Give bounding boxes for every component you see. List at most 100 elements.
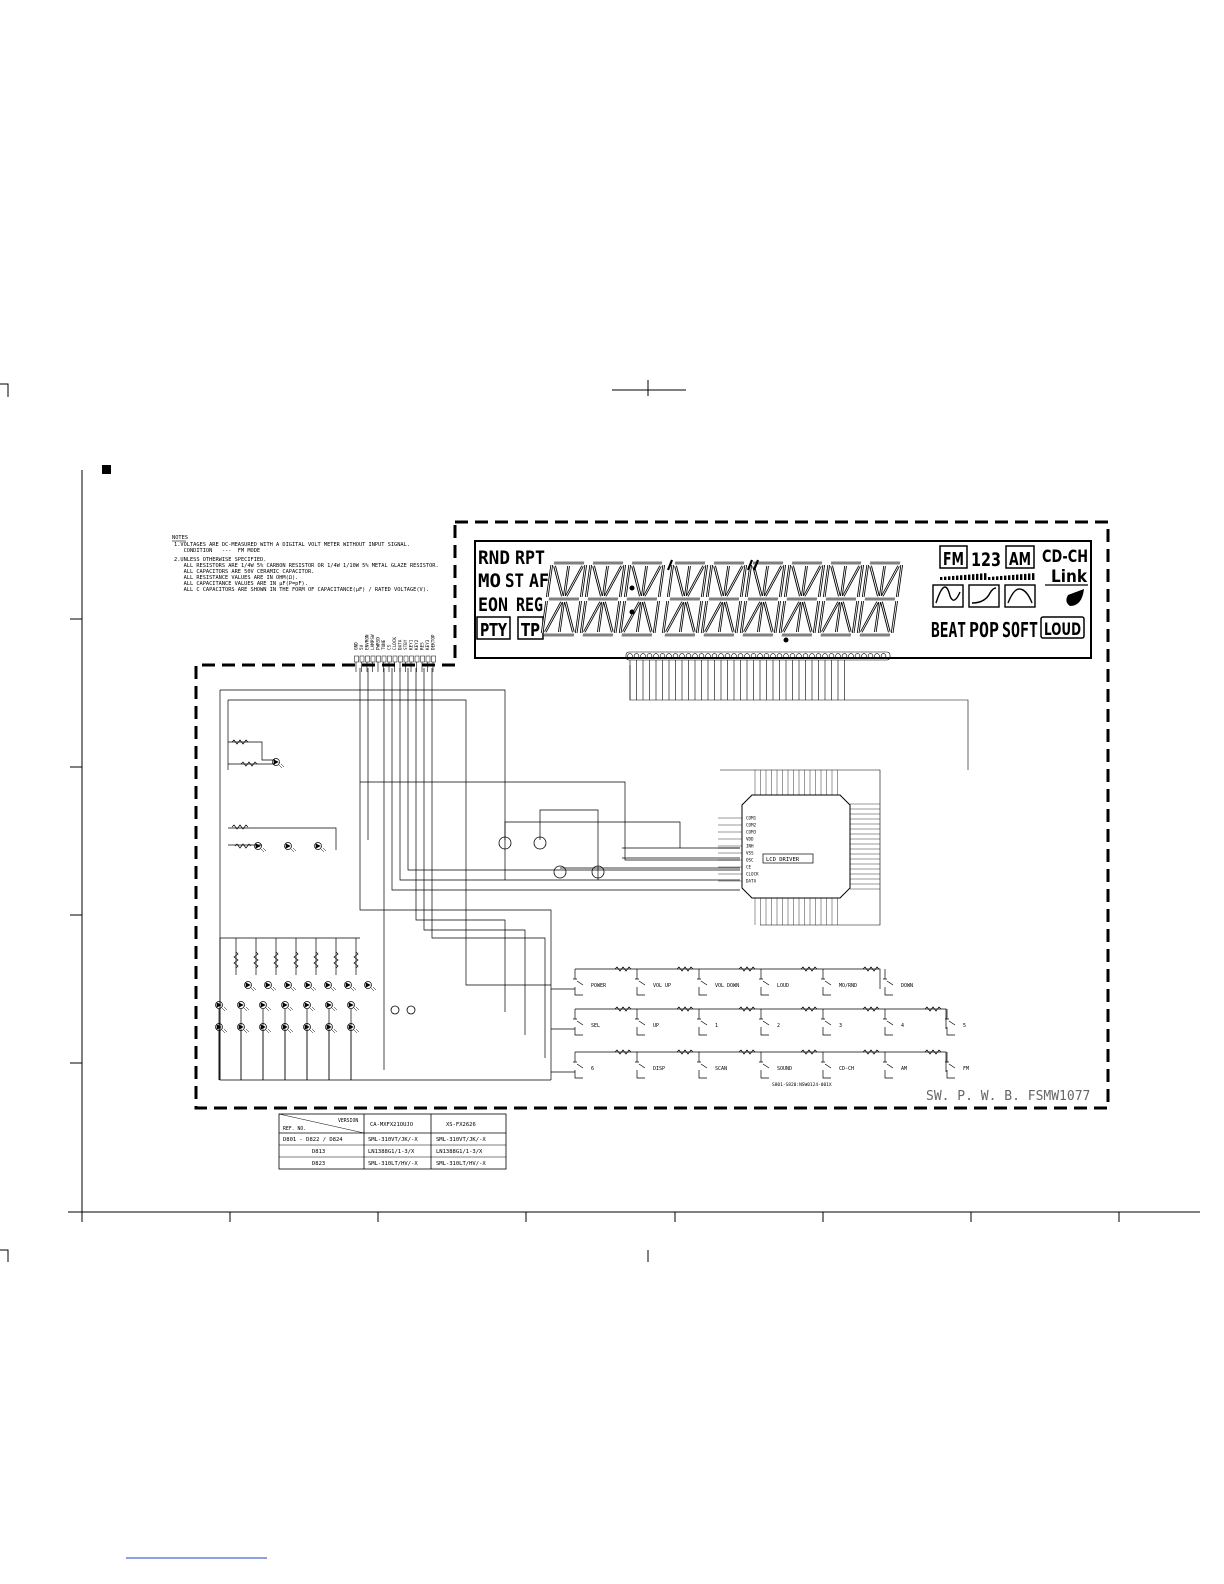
led	[259, 1023, 267, 1031]
led	[259, 1001, 267, 1009]
key-label: DOWN	[901, 983, 913, 989]
lcd-pin	[653, 653, 659, 659]
segment-digit	[661, 561, 709, 637]
key-contact	[824, 1063, 832, 1069]
meter-bar	[956, 575, 959, 580]
led-rays	[353, 1006, 360, 1012]
lcd-pin	[757, 653, 763, 659]
lcd-beat: BEAT	[931, 618, 966, 642]
led-rays	[320, 847, 327, 853]
led	[303, 1023, 311, 1031]
segment-digit	[579, 561, 627, 637]
connector-pin-label: LAMPSW	[370, 634, 376, 650]
key-resistor	[676, 966, 694, 972]
led-mark	[216, 1024, 222, 1030]
led	[364, 981, 372, 989]
lcd-pin	[776, 653, 783, 659]
connector-pin-label: ENVRON	[365, 634, 371, 650]
led-mark	[348, 1024, 354, 1030]
led	[347, 1001, 355, 1009]
key-switch	[697, 1009, 707, 1036]
segment-inner	[614, 601, 621, 633]
led-mark	[265, 982, 271, 988]
notes-line: 1.VOLTAGES ARE DC-MEASURED WITH A DIGITA…	[174, 542, 410, 548]
segment-inner	[891, 601, 898, 633]
resistor	[240, 761, 258, 767]
led-mark	[305, 982, 311, 988]
led-mark	[273, 759, 279, 765]
key-label: 3	[839, 1023, 842, 1029]
meter-bar	[984, 573, 987, 580]
key-contact	[886, 980, 894, 986]
segment-inner	[818, 601, 825, 633]
connector-pin	[431, 655, 436, 663]
notes-line: ALL CAPACITANCE VALUES ARE IN µF(P=pF).	[174, 581, 308, 587]
segment-inner	[658, 565, 665, 597]
notes-line: ALL C CAPACITORS ARE SHOWN IN THE FORM O…	[174, 587, 429, 593]
led	[324, 981, 332, 989]
segment-inner	[624, 565, 631, 597]
key-label: POWER	[591, 983, 607, 989]
lcd-pin	[861, 653, 867, 659]
lcd-pin	[659, 653, 666, 659]
notes-line: 2.UNLESS OTHERWISE SPECIFIED.	[174, 557, 266, 563]
lcd-pin	[698, 653, 705, 659]
led-array	[215, 739, 377, 1080]
key-switch	[635, 969, 645, 996]
led-rays	[309, 1028, 316, 1034]
key-switch	[759, 1052, 769, 1079]
segment-inner	[675, 565, 684, 597]
segment-digit	[540, 561, 588, 637]
segment-inner	[874, 602, 880, 632]
led-rays	[287, 1028, 294, 1034]
connector-pin-label: RES	[420, 642, 426, 650]
resistor	[234, 843, 252, 849]
lcd-pin-strip	[625, 651, 891, 700]
ic-left-pin-label: DATA	[746, 879, 757, 884]
led-rays	[243, 1028, 250, 1034]
segment-inner	[602, 566, 609, 596]
ic-left-pin-label: COM3	[746, 830, 757, 835]
connector-pin	[398, 655, 403, 663]
resistor	[253, 951, 259, 969]
lcd-pin	[731, 653, 737, 659]
connector-pin-label: GND	[354, 642, 360, 650]
key-switch	[883, 1052, 893, 1079]
led-mark	[216, 1002, 222, 1008]
segment-digit	[856, 561, 904, 637]
segment-inner	[554, 565, 563, 597]
segment-inner	[821, 601, 839, 633]
segment-inner	[714, 565, 723, 597]
key-resistor	[738, 1006, 756, 1012]
resistor	[313, 951, 319, 969]
table-header-ref: REF. NO.	[283, 1126, 306, 1132]
segment-inner	[842, 601, 851, 633]
key-label: 2	[777, 1023, 780, 1029]
meter-bar	[1016, 574, 1019, 580]
connector-pin	[381, 655, 387, 663]
lcd-pin	[809, 653, 815, 659]
notes-line: ALL RESISTANCE VALUES ARE IN OHM(Ω).	[174, 575, 298, 581]
key-label: VOL UP	[653, 983, 671, 989]
lcd-pin	[692, 653, 698, 659]
led	[272, 758, 280, 766]
meter-bar	[988, 577, 991, 580]
connector-pin-label: CS	[387, 644, 393, 650]
meter-bar	[1000, 575, 1003, 580]
notes-line: CONDITION --- FM MODE	[174, 548, 260, 554]
digit-dot	[629, 585, 635, 591]
connector-pin	[414, 655, 420, 663]
led-mark	[238, 1024, 244, 1030]
led-mark	[255, 843, 261, 849]
notes-line: ALL CAPACITORS ARE 50V CERAMIC CAPACITOR…	[174, 569, 314, 575]
connector-pin	[425, 655, 431, 663]
key-label: DISP	[653, 1066, 665, 1072]
key-label: MO/RND	[839, 983, 857, 989]
segment-digit	[700, 561, 748, 637]
connector-pin	[409, 655, 414, 663]
table-cell: D813	[312, 1149, 325, 1155]
wiring	[219, 668, 740, 1081]
key-contact	[762, 1063, 770, 1069]
segment-inner	[546, 565, 553, 597]
connector-pin	[387, 655, 392, 663]
